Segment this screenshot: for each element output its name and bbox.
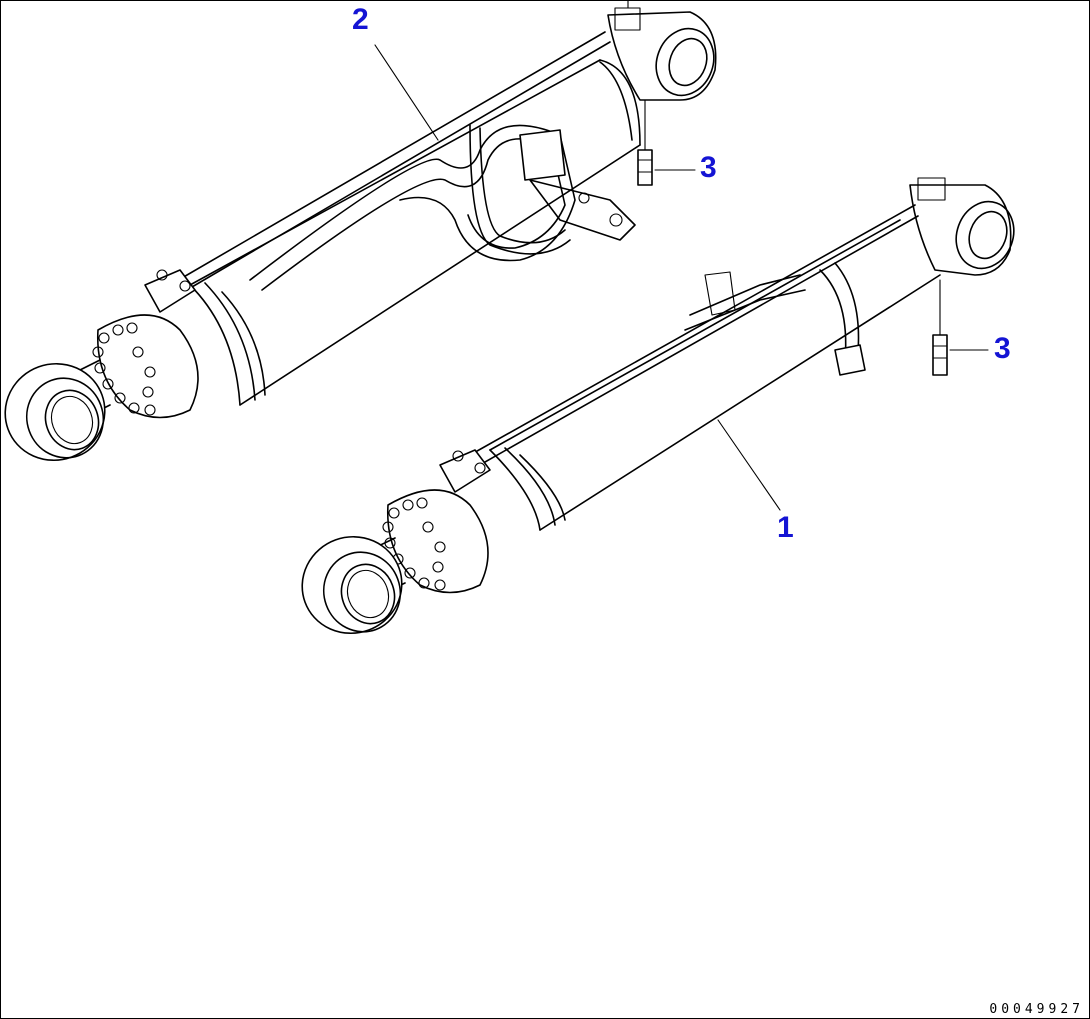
leader-1 bbox=[717, 419, 781, 511]
leader-lines bbox=[374, 44, 989, 511]
rear-cylinder bbox=[4, 0, 717, 462]
callout-3-rear: 3 bbox=[700, 151, 717, 184]
leader-2 bbox=[374, 44, 439, 141]
callout-1: 1 bbox=[777, 511, 794, 544]
callout-2: 2 bbox=[352, 3, 369, 36]
front-cylinder bbox=[301, 177, 1015, 635]
callout-3-front: 3 bbox=[994, 332, 1011, 365]
drawing-code: 00049927 bbox=[989, 1002, 1084, 1017]
